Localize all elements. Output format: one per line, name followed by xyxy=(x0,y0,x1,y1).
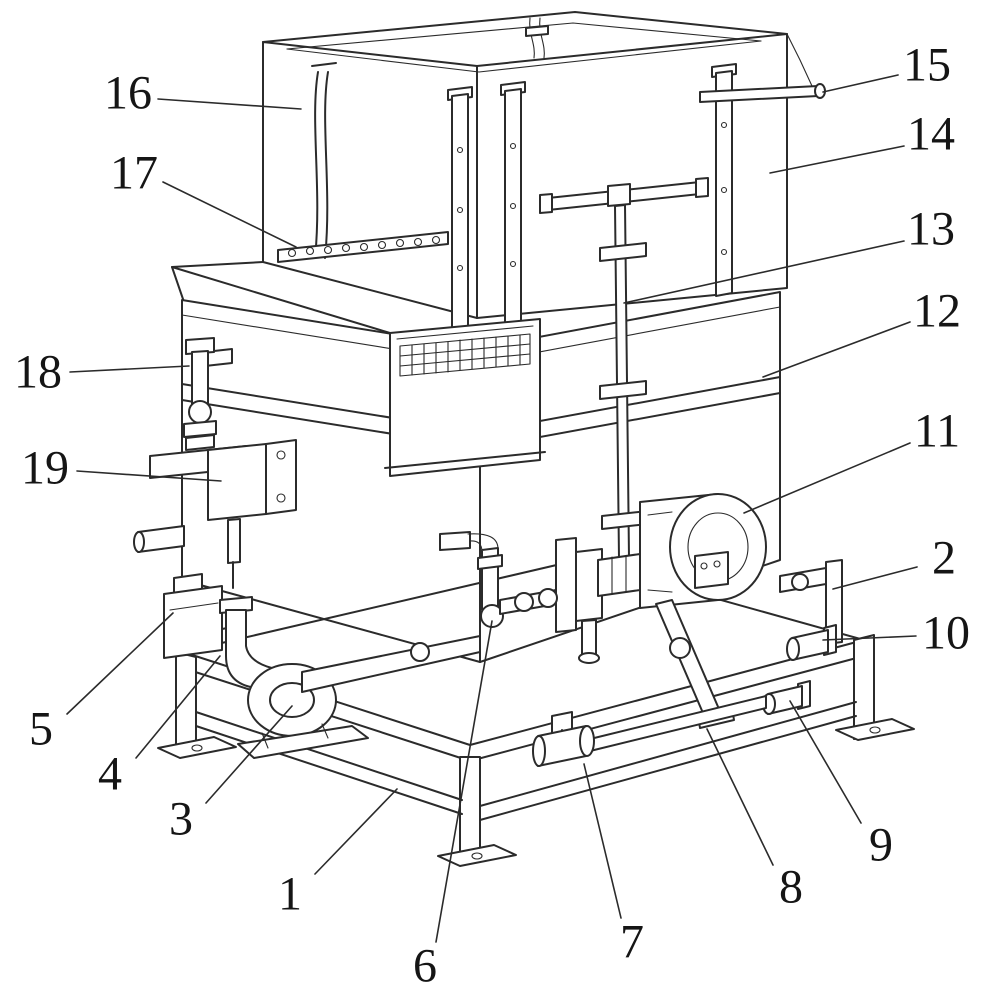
callout-label-6: 6 xyxy=(413,940,437,993)
bottom-valve xyxy=(532,695,767,767)
callout-label-17: 17 xyxy=(110,147,158,200)
callout-leader-6 xyxy=(435,620,493,943)
upper-tank xyxy=(262,11,788,319)
callout-leader-16 xyxy=(157,98,302,110)
side-bracket xyxy=(133,439,297,589)
callout-leader-19 xyxy=(76,470,222,482)
motor-pump-unit xyxy=(555,493,767,664)
callout-label-18: 18 xyxy=(14,346,62,399)
callout-leader-10 xyxy=(822,635,917,641)
callout-label-4: 4 xyxy=(98,748,122,801)
suction-piping xyxy=(439,531,558,628)
callout-label-7: 7 xyxy=(620,916,644,969)
callout-leader-17 xyxy=(162,181,297,248)
callout-leader-5 xyxy=(66,612,174,715)
top-rod xyxy=(699,33,826,103)
callout-label-14: 14 xyxy=(907,108,955,161)
right-connectors xyxy=(762,624,837,715)
callout-leader-9 xyxy=(789,700,862,824)
callout-label-15: 15 xyxy=(903,39,951,92)
callout-leader-3 xyxy=(205,705,293,804)
callout-label-9: 9 xyxy=(869,819,893,872)
callout-leader-13 xyxy=(623,240,905,304)
callout-leader-15 xyxy=(822,74,899,93)
callout-leader-1 xyxy=(314,788,398,875)
callout-label-8: 8 xyxy=(779,861,803,914)
callout-leader-11 xyxy=(743,442,911,514)
callout-leader-12 xyxy=(762,321,911,378)
callout-label-3: 3 xyxy=(169,793,193,846)
callout-label-5: 5 xyxy=(29,703,53,756)
machine-drawing xyxy=(133,11,915,867)
filter-basket xyxy=(384,318,546,477)
guide-rails xyxy=(447,63,737,336)
callout-leader-7 xyxy=(583,763,622,919)
callout-leader-8 xyxy=(706,728,774,866)
circulation-pump xyxy=(237,635,481,759)
callout-label-1: 1 xyxy=(278,868,302,921)
callout-label-10: 10 xyxy=(922,607,970,660)
spray-bar xyxy=(277,231,449,263)
callout-leader-18 xyxy=(69,365,190,373)
left-outlet-elbow xyxy=(183,337,233,451)
base-frame xyxy=(157,559,915,867)
callout-leader-14 xyxy=(769,145,905,174)
right-riser-pipe xyxy=(779,559,843,645)
callout-label-2: 2 xyxy=(932,532,956,585)
callout-label-16: 16 xyxy=(104,67,152,120)
callout-label-11: 11 xyxy=(914,405,960,458)
feed-hose xyxy=(311,17,549,259)
callout-label-12: 12 xyxy=(913,285,961,338)
callout-label-19: 19 xyxy=(21,442,69,495)
hopper xyxy=(171,261,391,334)
callout-label-13: 13 xyxy=(907,203,955,256)
callout-leader-2 xyxy=(832,566,918,590)
callout-leader-4 xyxy=(135,655,221,759)
